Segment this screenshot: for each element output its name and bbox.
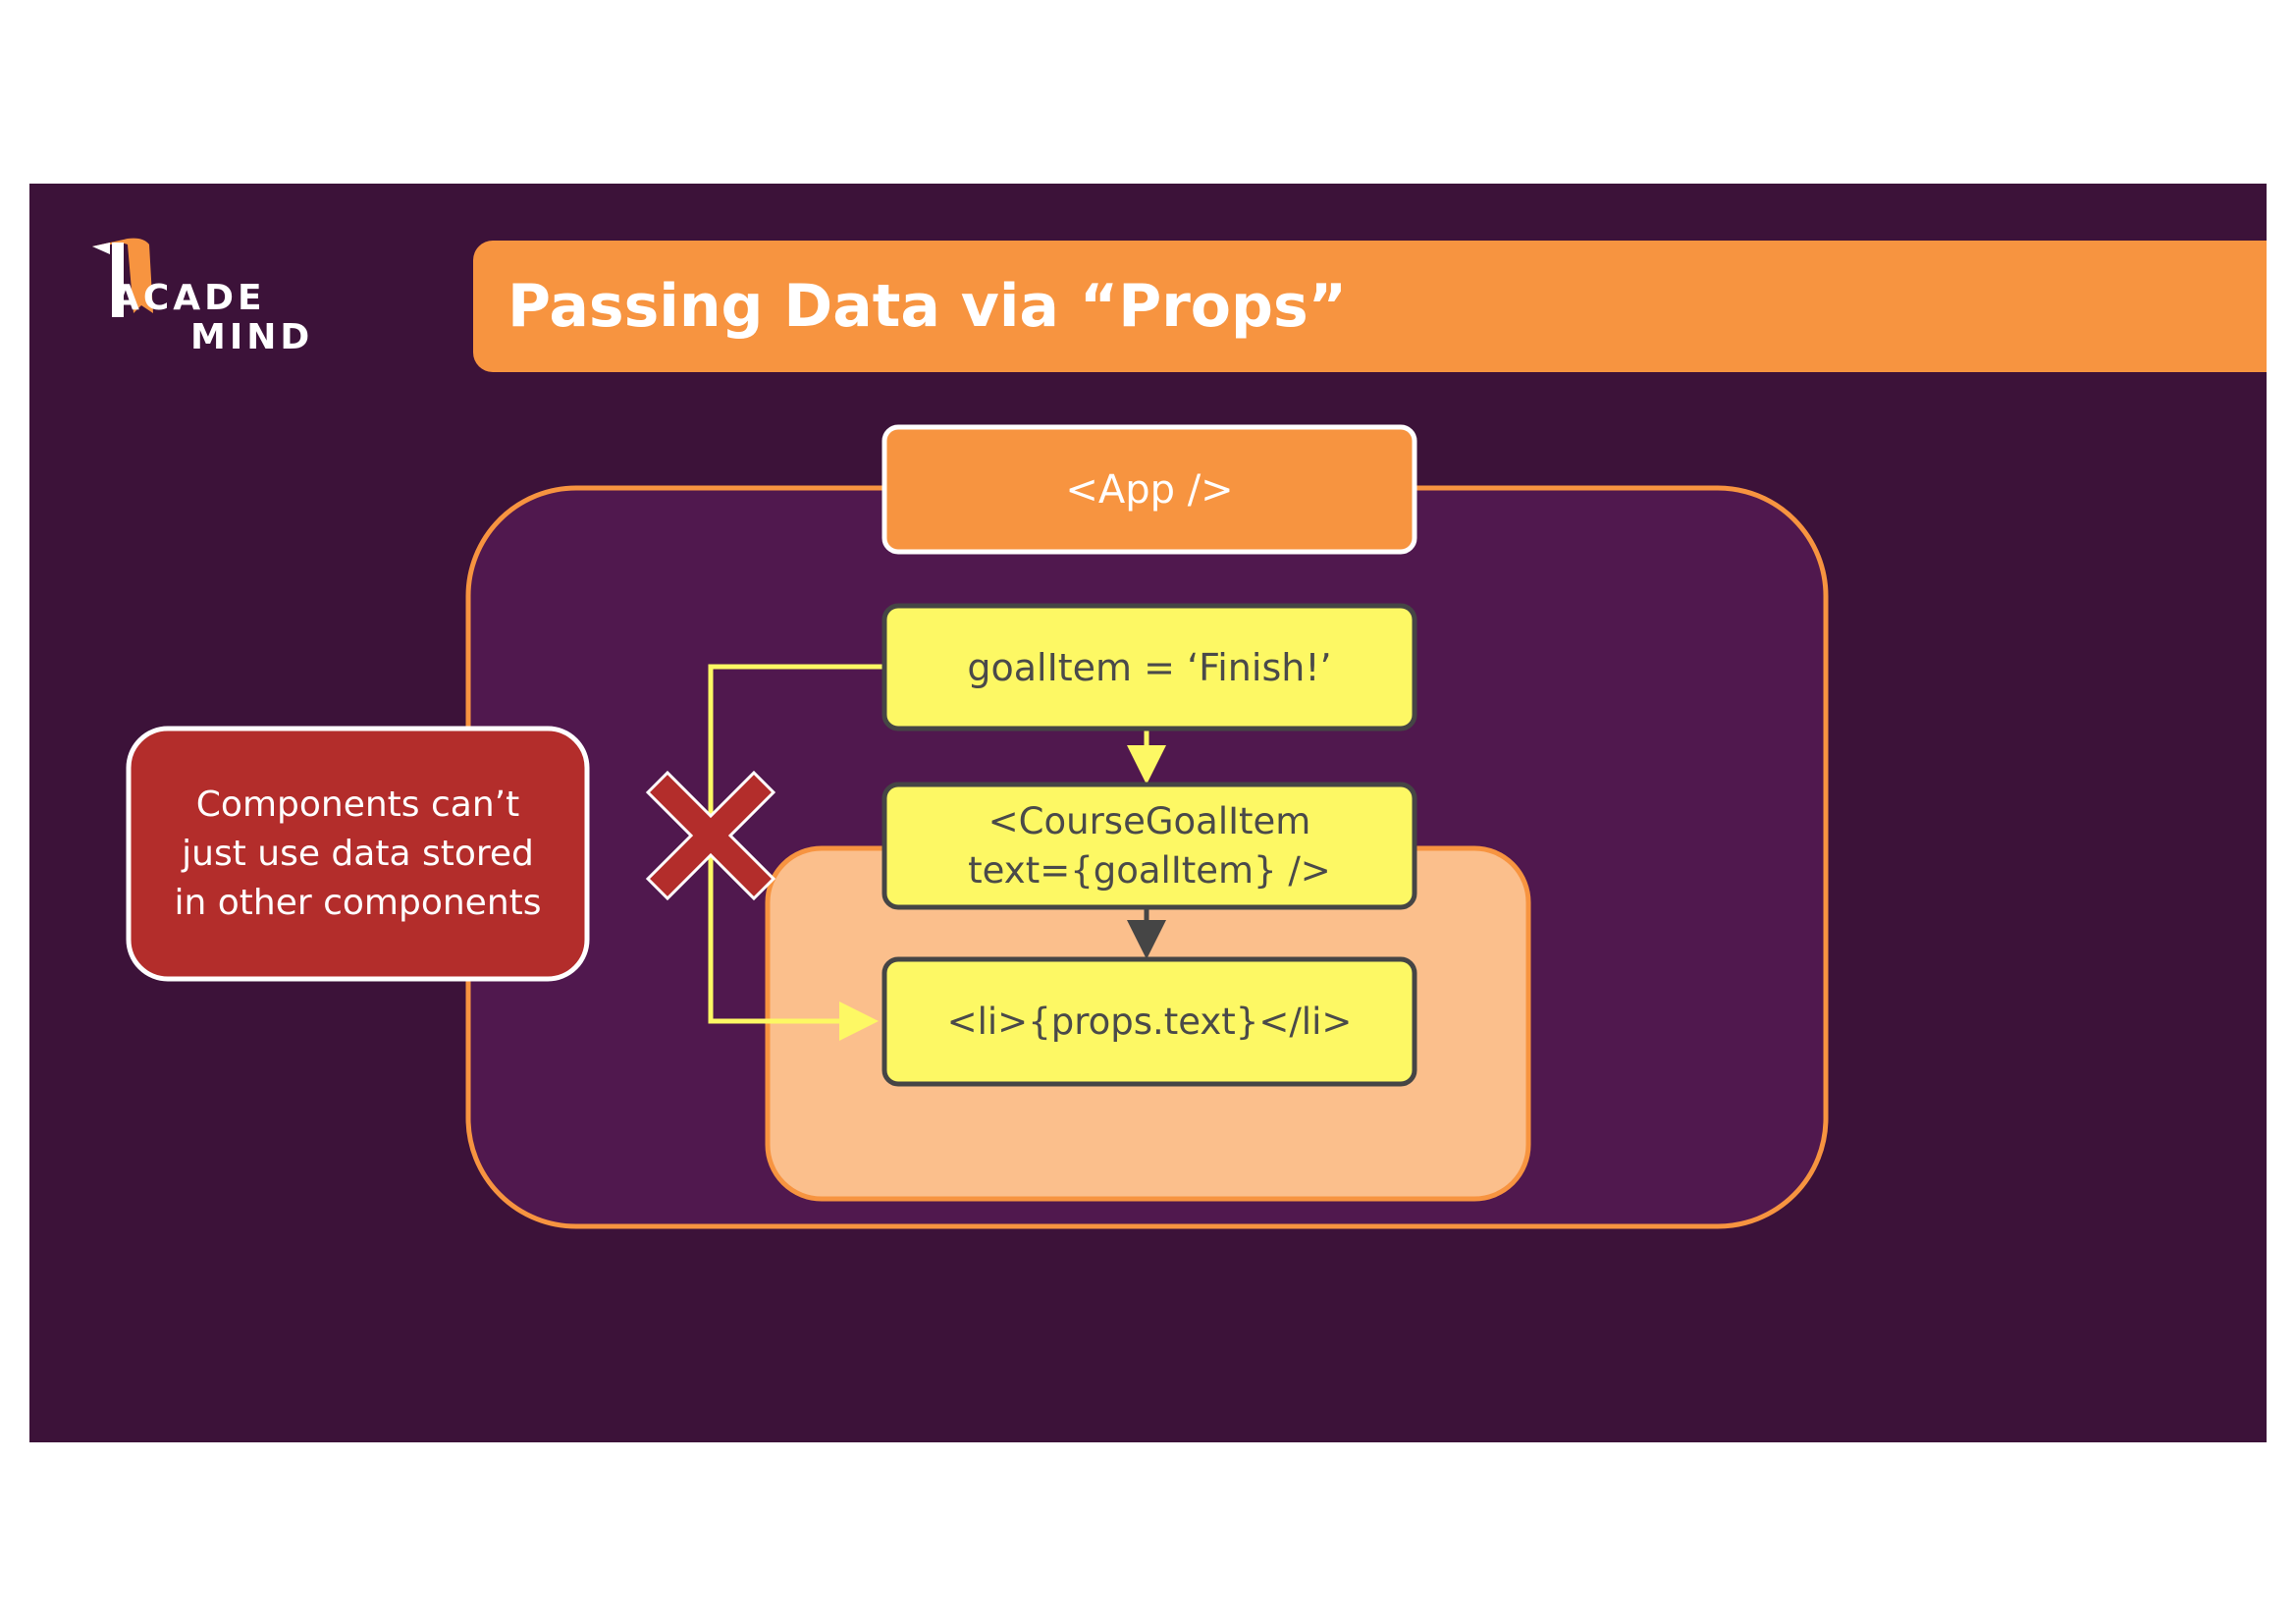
li-node-label: <li>{props.text}</li> <box>946 1001 1353 1043</box>
course-goal-item-node <box>881 782 1417 910</box>
app-node <box>881 424 1417 555</box>
callout-box <box>126 726 590 982</box>
course-goal-item-node-label: <CourseGoalItem text={goalItem} /> <box>968 799 1331 892</box>
state-node-label: goalItem = ‘Finish!’ <box>967 645 1332 689</box>
title-bar: Passing Data via “Props” <box>473 241 2267 372</box>
academind-logo: ACADE MIND <box>88 235 344 382</box>
slide: ACADE MIND Passing Data via “Props” <A <box>29 184 2267 1442</box>
app-node-label: <App /> <box>1065 466 1234 513</box>
state-node <box>881 603 1417 731</box>
cross-icon <box>645 770 776 901</box>
page-title: Passing Data via “Props” <box>507 272 1348 341</box>
props-diagram <box>126 424 1829 1229</box>
logo-mark-icon <box>92 238 153 317</box>
callout-text: Components can’t just use data stored in… <box>174 784 542 923</box>
logo-line1: ACADE <box>112 278 266 318</box>
li-node <box>881 956 1417 1087</box>
logo-line2: MIND <box>190 317 314 357</box>
